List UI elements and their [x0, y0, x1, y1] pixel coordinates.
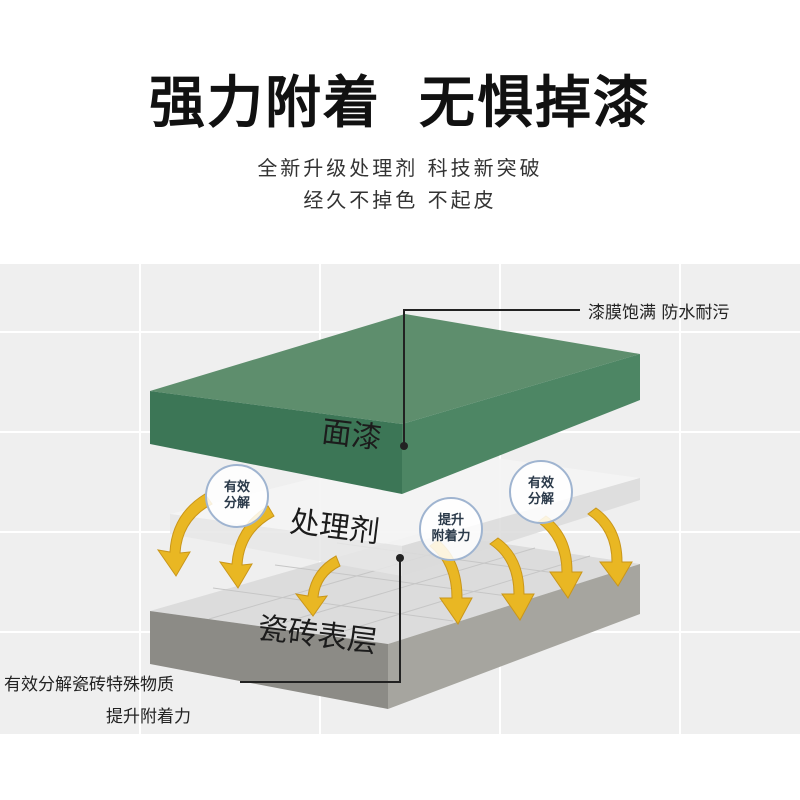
paint-front-right: [402, 354, 640, 494]
callout-line-bottom: [240, 558, 401, 683]
bubbles: [205, 460, 573, 561]
arrow-down-curved-icon: [537, 515, 583, 599]
arrows: [156, 493, 633, 625]
paint-top: [150, 314, 640, 424]
arrow-down-curved-icon: [587, 507, 633, 587]
subtitle-line-2: 经久不掉色 不起皮: [303, 188, 497, 212]
layer-diagram-svg: [0, 264, 800, 734]
bubble-text-1: 有效 分解: [223, 480, 250, 511]
headline: 强力附着无惧掉漆: [0, 58, 800, 139]
callout-dot-top: [400, 442, 408, 450]
tile-front-left: [150, 611, 388, 709]
callout-bottom-left-line-1: 有效分解瓷砖特殊物质: [4, 675, 174, 695]
arrow-down-curved-icon: [489, 537, 535, 621]
bubble-icon: [419, 497, 483, 561]
callout-bottom-left-line-2: 提升附着力: [106, 707, 191, 727]
callout-dot-bottom: [396, 554, 404, 562]
callout-top-right: 漆膜饱满 防水耐污: [588, 303, 730, 323]
callout-line-top: [403, 309, 580, 446]
paint-layer: [150, 314, 640, 494]
bubble-icon: [509, 460, 573, 524]
layer-label-paint: 面漆: [319, 414, 384, 457]
paint-front-left: [150, 391, 402, 494]
subtitle-line-1: 全新升级处理剂 科技新突破: [257, 156, 543, 180]
callout-lines: [240, 309, 580, 683]
tile-front-right: [388, 564, 640, 709]
bubble-text-3: 有效 分解: [527, 476, 554, 507]
arrow-down-curved-icon: [156, 493, 213, 577]
arrow-down-curved-icon: [294, 555, 341, 617]
treatment-front-left: [170, 514, 402, 576]
headline-left: 强力附着: [149, 70, 381, 136]
layer-diagram: 面漆 处理剂 瓷砖表层 有效 分解 提升 附着力 有效 分解 漆膜饱满 防水耐污…: [0, 264, 800, 734]
headline-right: 无惧掉漆: [419, 70, 651, 136]
bubble-icon: [205, 464, 269, 528]
bubble-text-2: 提升 附着力: [431, 513, 471, 544]
